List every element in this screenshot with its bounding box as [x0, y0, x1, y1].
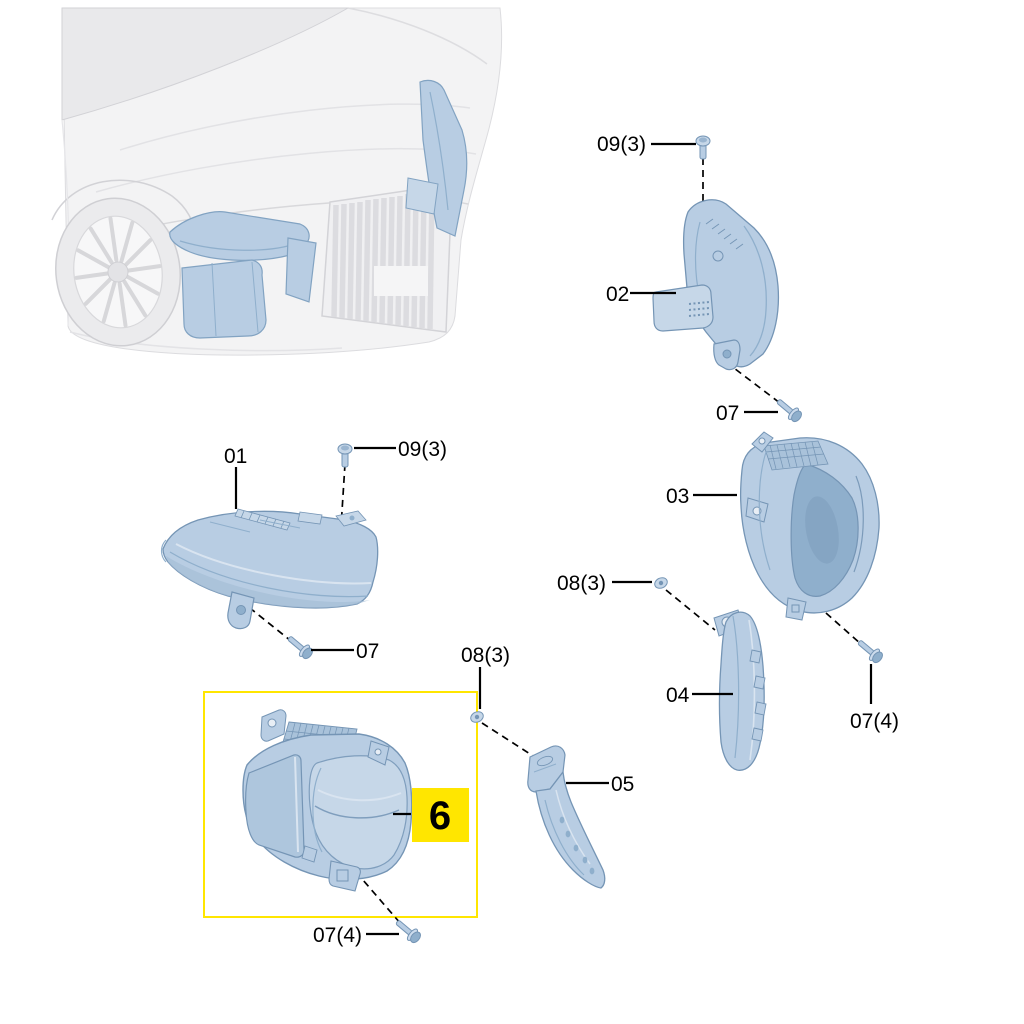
callout-label-07-4-right[interactable]: 07(4)	[850, 710, 899, 733]
callout-label-01[interactable]: 01	[224, 445, 247, 468]
callout-label-09-3-top[interactable]: 09(3)	[597, 133, 646, 156]
clip-08-right[interactable]	[653, 576, 669, 591]
bolt-07x4-right[interactable]	[855, 636, 885, 665]
selected-part-number: 6	[429, 794, 451, 838]
part-06-foglamp-assembly[interactable]	[242, 709, 413, 892]
callout-label-09-3-left[interactable]: 09(3)	[398, 438, 447, 461]
car-installed-headlight	[169, 211, 310, 261]
part-03-foglamp-housing[interactable]	[739, 431, 880, 621]
part-02-lamp-bracket[interactable]	[652, 199, 780, 371]
windshield	[61, 7, 350, 121]
part-01-headlight-assembly[interactable]	[160, 508, 379, 630]
screw-09-left[interactable]	[337, 443, 353, 468]
bolt-07-top[interactable]	[774, 395, 804, 424]
car-installed-bracket	[405, 79, 468, 237]
callout-label-04[interactable]: 04	[666, 684, 690, 707]
vehicle-illustration	[51, 7, 503, 356]
car-installed-foglamp	[181, 259, 267, 339]
callout-label-07-4-bottom[interactable]: 07(4)	[313, 924, 362, 947]
callout-label-08-3-mid[interactable]: 08(3)	[461, 644, 510, 667]
callout-label-07-left[interactable]: 07	[356, 640, 379, 663]
bolt-07x4-bottom[interactable]	[393, 916, 423, 945]
callout-leader-lines	[234, 142, 873, 936]
screw-09-top[interactable]	[695, 135, 711, 160]
part-05-curved-trim[interactable]	[527, 745, 606, 889]
grille	[321, 183, 453, 333]
callout-label-08-3-right[interactable]: 08(3)	[557, 572, 606, 595]
callout-label-07-top[interactable]: 07	[716, 402, 739, 425]
bolt-07-left[interactable]	[285, 632, 315, 661]
highlight-selection-box	[203, 691, 478, 918]
car-installed-trim	[285, 237, 317, 303]
callout-label-03[interactable]: 03	[666, 485, 689, 508]
part-04-trim-strip[interactable]	[713, 609, 767, 771]
selected-part-badge[interactable]: 6	[412, 788, 469, 842]
callout-label-02[interactable]: 02	[606, 283, 629, 306]
callout-label-05[interactable]: 05	[611, 773, 634, 796]
clip-08-mid[interactable]	[469, 710, 485, 725]
front-wheel	[54, 197, 182, 347]
